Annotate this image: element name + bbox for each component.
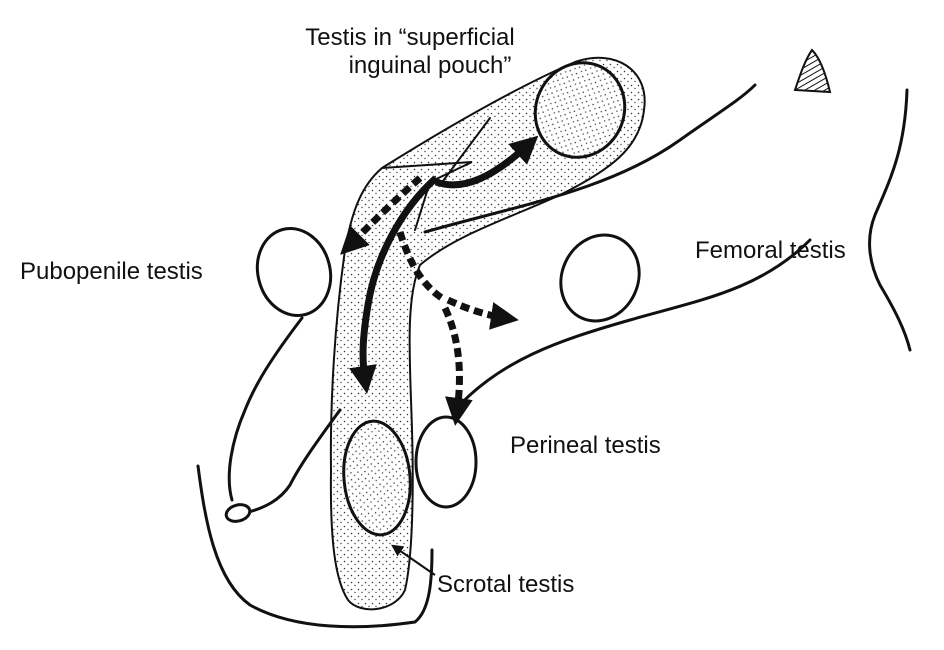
penis-outline-upper [227,316,304,502]
inguinal-canal-edge [439,117,491,186]
pubopenile-label: Pubopenile testis [20,258,203,285]
femoral-testis [559,233,641,323]
arrow-to-scrotum [349,175,439,394]
dashed-arrow-branch-descent [396,230,447,304]
femoral-label: Femoral testis [695,237,846,264]
superficial-pouch-label: Testis in “superficial inguinal pouch” [275,24,545,80]
superficial-pouch-label-line2: inguinal pouch” [348,52,512,79]
anterior-superior-iliac-spine [793,48,832,94]
scrotal-testis [342,419,412,537]
superficial-pouch-label-line1: Testis in “superficial [305,24,515,51]
scrotal-label-pointer [391,544,436,576]
scrotal-sac-outline [196,464,434,629]
superficial-inguinal-testis [533,61,627,159]
pubopenile-testis [255,226,333,318]
arrow-to-superficial-pouch [434,135,539,189]
penis-outline-lower [243,408,342,515]
glans [224,503,252,523]
dashed-arrow-to-pubopenile [340,175,423,255]
abdominal-wall-line [423,83,757,234]
scrotal-label: Scrotal testis [437,571,575,598]
dashed-arrow-to-perineal [441,306,473,426]
dashed-arrow-to-femoral [446,296,519,330]
perineal-testis [414,415,478,509]
thigh-outline [868,88,912,352]
inguinal-ligament-line [453,238,812,412]
inguinal-ring [381,161,473,231]
perineal-label: Perineal testis [510,432,661,459]
